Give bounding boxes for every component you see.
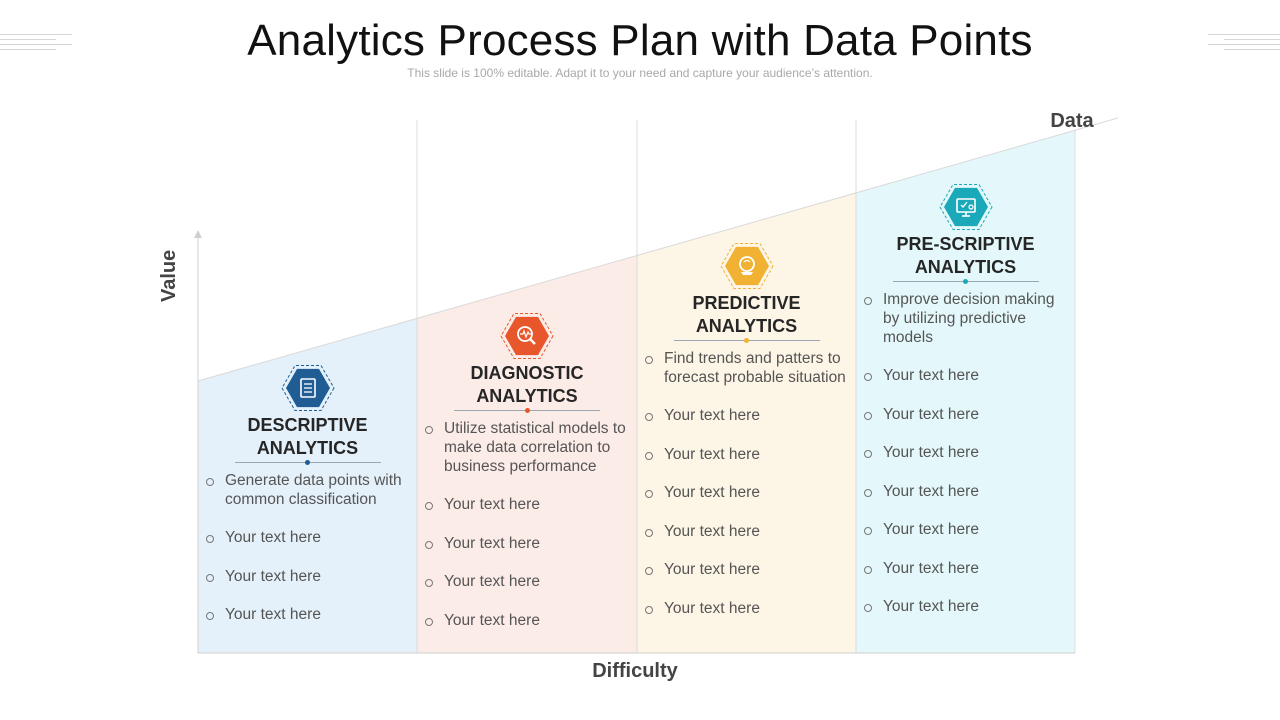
column-title-dot [744,338,749,343]
report-document-icon [280,365,335,411]
bullet-marker [425,535,435,549]
bullet-marker [206,568,216,582]
diagonal-label: Data [1050,110,1094,132]
column-list-item: Your text here [664,599,760,617]
decorative-lines-left [0,30,80,54]
bullet-marker [864,406,874,420]
column-list-item: Your text here [664,561,760,578]
bullet-marker [425,496,435,510]
column-list-item: Your text here [225,567,321,585]
column-list-item: Your text here [664,407,760,424]
column-list-item: Generate data points with common classif… [225,472,402,508]
bullet-marker [645,350,655,364]
column-list-item: Your text here [883,367,979,384]
y-axis-arrowhead [194,230,202,238]
monitor-checklist-icon [938,184,993,230]
column-list-item: Your text here [883,405,979,423]
page-subtitle: This slide is 100% editable. Adapt it to… [407,66,873,80]
column-list-item: Your text here [883,521,979,538]
column-title: PREDICTIVE ANALYTICS [647,292,847,338]
column-list-item: Your text here [225,606,321,623]
bullet-marker [645,446,655,460]
column-list-item: Your text here [444,611,540,629]
decorative-lines-right [1200,30,1280,54]
bullet-marker [864,444,874,458]
column-list-item: Improve decision making by utilizing pre… [883,291,1055,346]
column-list-item: Your text here [664,445,760,463]
x-axis-label: Difficulty [592,660,678,682]
column-title-line2: ANALYTICS [695,316,798,336]
column-list-item: Your text here [444,573,540,590]
column-title-dot [963,279,968,284]
bullet-marker [425,420,435,434]
bullet-marker [206,472,216,486]
column-title-line1: PREDICTIVE [692,293,801,313]
column-title-line1: DIAGNOSTIC [470,363,584,383]
column-background-3 [637,192,856,653]
column-list-item: Your text here [664,522,760,540]
column-title-dot [305,460,310,465]
column-background-1 [198,318,417,653]
column-list-item: Your text here [444,534,540,552]
column-list-item: Your text here [883,482,979,500]
bullet-marker [864,483,874,497]
column-title-line1: DESCRIPTIVE [247,415,368,435]
bullet-marker [425,573,435,587]
bullet-marker [864,291,874,305]
y-axis-label: Value [158,249,180,302]
column-title-dot [524,408,530,413]
column-background-2 [417,255,637,653]
bullet-marker [864,367,874,381]
column-title-line1: PRE-SCRIPTIVE [896,234,1035,254]
column-title: DIAGNOSTIC ANALYTICS [427,362,627,408]
magnifier-pulse-icon [500,313,554,359]
column-list-item: Your text here [444,496,540,513]
page-title: Analytics Process Plan with Data Points [247,16,1033,65]
crystal-ball-icon [719,243,774,289]
bullet-marker [645,523,655,537]
column-list-item: Your text here [883,559,979,577]
column-list-item: Your text here [883,444,979,461]
column-title-line2: ANALYTICS [914,257,1017,277]
diagonal-line [197,117,1119,382]
column-title-line2: ANALYTICS [476,386,578,406]
bullet-marker [645,561,655,575]
bullet-marker [864,521,874,535]
bullet-marker [864,560,874,574]
column-list-item: Your text here [225,529,321,546]
bullet-marker [645,484,655,498]
column-background-4 [856,130,1075,654]
bullet-marker [645,600,655,614]
column-list-item: Your text here [883,598,979,615]
bullet-marker [645,407,655,421]
column-list-item: Find trends and patters to forecast prob… [664,350,846,386]
bullet-marker [206,606,216,620]
bullet-marker [425,612,435,626]
column-title: PRE-SCRIPTIVE ANALYTICS [866,233,1066,279]
bullet-marker [206,529,216,543]
column-list-item: Your text here [664,484,760,501]
bullet-marker [864,598,874,612]
column-title: DESCRIPTIVE ANALYTICS [208,414,408,460]
column-list-item: Utilize statistical models to make data … [444,420,626,475]
column-title-line2: ANALYTICS [256,438,359,458]
